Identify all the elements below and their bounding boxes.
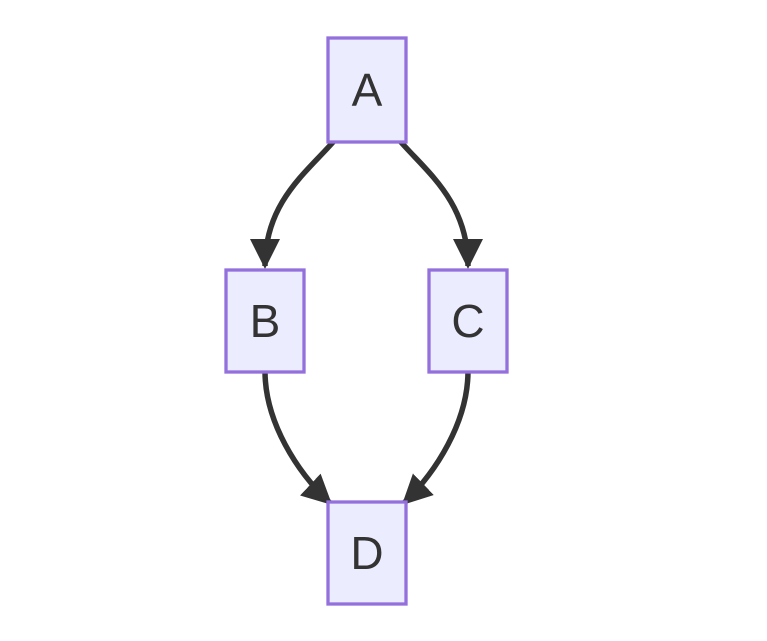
node-c-label: C (451, 295, 484, 347)
node-d-label: D (350, 527, 383, 579)
node-b-box (224, 268, 306, 374)
node-a-label: A (352, 64, 383, 116)
edge-b-to-d (262, 370, 333, 506)
node-d-box (326, 500, 408, 606)
edge-a-to-b (250, 139, 337, 269)
node-c: C (427, 268, 509, 374)
node-b-label: B (250, 295, 281, 347)
node-c-box (427, 268, 509, 374)
edge-a-to-c (397, 139, 483, 269)
node-a: A (326, 36, 408, 144)
node-a-box (326, 36, 408, 144)
node-d: D (326, 500, 408, 606)
node-b: B (224, 268, 306, 374)
edge-c-to-d (401, 370, 471, 506)
